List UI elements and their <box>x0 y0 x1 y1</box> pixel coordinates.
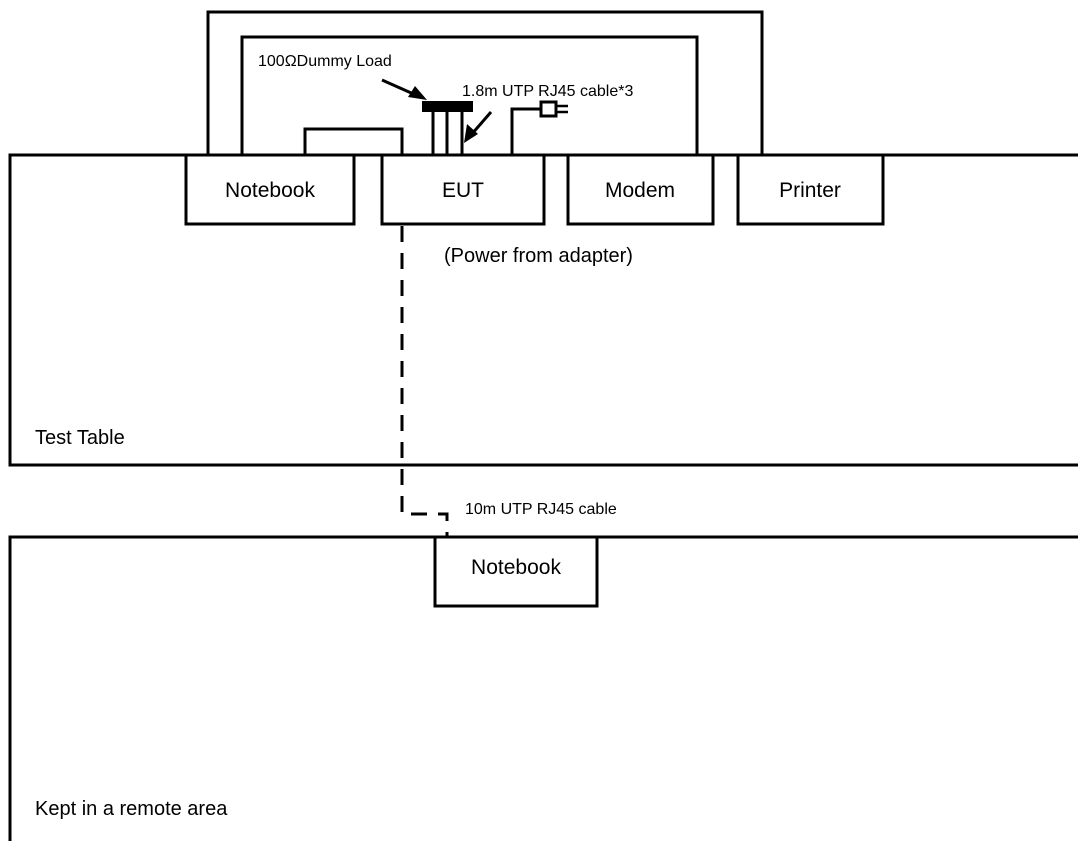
notebook-printer-cable <box>206 10 764 155</box>
notebook-remote-label: Notebook <box>471 556 561 579</box>
dummy-load-arrow <box>381 78 427 100</box>
test-table-label: Test Table <box>35 427 125 449</box>
notebook-eut-cable <box>303 127 404 155</box>
notebook-remote-box <box>433 535 599 608</box>
remote-cable-dashed <box>400 226 449 537</box>
notebook-local-box <box>184 153 356 226</box>
eut-cable-label: 1.8m UTP RJ45 cable*3 <box>462 83 633 100</box>
power-note-label: (Power from adapter) <box>444 245 633 267</box>
notebook-local-label: Notebook <box>225 179 315 202</box>
eut-label: EUT <box>442 179 484 202</box>
remote-cable-label: 10m UTP RJ45 cable <box>465 501 617 518</box>
modem-box <box>566 153 715 226</box>
printer-box <box>736 153 885 226</box>
dummy-load-block <box>422 101 473 112</box>
remote-area-label: Kept in a remote area <box>35 798 228 820</box>
cable-arrow <box>464 111 493 143</box>
remote-area-outline <box>8 535 1078 841</box>
power-cable <box>510 107 541 155</box>
notebook-modem-cable <box>240 35 699 155</box>
dummy-load-label: 100ΩDummy Load <box>258 53 392 70</box>
modem-label: Modem <box>605 179 675 202</box>
printer-label: Printer <box>779 179 841 202</box>
power-plug-icon <box>539 100 568 118</box>
